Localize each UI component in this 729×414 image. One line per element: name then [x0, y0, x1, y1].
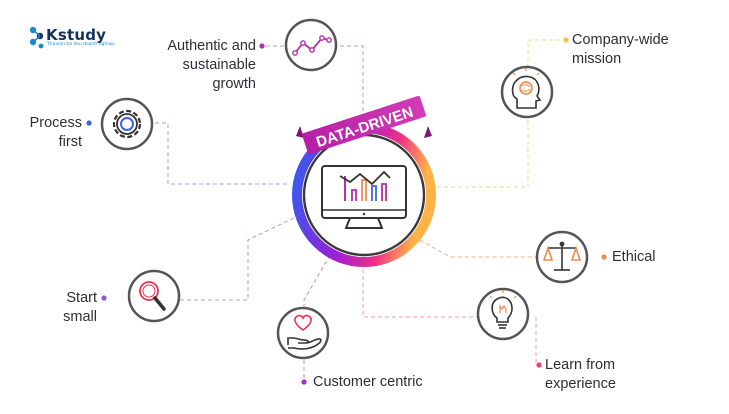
- label-ethical-line-1: Ethical: [612, 249, 656, 265]
- scales-icon: [542, 241, 582, 271]
- label-authentic-line-2: sustainable: [182, 57, 256, 73]
- node-customer-icon: [276, 306, 330, 360]
- lightbulb-icon: [489, 290, 517, 329]
- dot-customer: [301, 379, 307, 385]
- logo-tagline: Thuvien tai lieu doanh nghiep: [47, 42, 115, 47]
- label-learn: Learn from experience: [545, 356, 616, 394]
- node-mission-icon: [500, 65, 554, 119]
- label-mission-line-1: Company-wide: [572, 32, 669, 48]
- dot-learn: [536, 362, 542, 368]
- label-mission-line-2: mission: [572, 51, 622, 67]
- hand-heart-icon: [287, 314, 322, 350]
- connector-start: [180, 214, 301, 301]
- logo-name: Kstudy: [46, 26, 107, 44]
- label-learn-line-1: Learn from: [545, 357, 616, 373]
- label-process: Process first: [18, 114, 82, 152]
- label-customer: Customer centric: [313, 373, 423, 392]
- brain-icon: [511, 68, 542, 109]
- dot-ethical: [601, 254, 607, 260]
- connector-ethical: [419, 239, 536, 258]
- label-mission: Company-wide mission: [572, 31, 669, 69]
- label-authentic-line-3: growth: [212, 76, 256, 92]
- growth-line-icon: [292, 35, 332, 56]
- label-process-line-1: Process: [29, 115, 82, 131]
- connector-learn: [362, 262, 477, 318]
- dot-process: [86, 120, 92, 126]
- node-authentic-icon: [284, 18, 338, 72]
- label-start: Start small: [40, 289, 97, 327]
- node-ethical-icon: [535, 230, 589, 284]
- label-authentic: Authentic and sustainable growth: [142, 37, 256, 94]
- dot-mission: [563, 37, 569, 43]
- connector-learn-out: [535, 317, 541, 366]
- connector-authentic-down: [340, 45, 364, 118]
- label-ethical: Ethical: [612, 248, 656, 267]
- kstudy-logo-icon: [29, 26, 44, 49]
- gear-icon: [112, 109, 142, 139]
- label-learn-line-2: experience: [545, 376, 616, 392]
- connector-process: [155, 122, 290, 185]
- label-start-line-2: small: [63, 309, 97, 325]
- node-learn-icon: [476, 287, 530, 341]
- monitor-chart-icon: [321, 165, 407, 229]
- dot-authentic: [259, 43, 265, 49]
- label-authentic-line-1: Authentic and: [167, 38, 256, 54]
- label-process-line-2: first: [58, 134, 82, 150]
- node-process-icon: [100, 97, 154, 151]
- dot-start: [101, 295, 107, 301]
- label-start-line-1: Start: [66, 290, 97, 306]
- magnifier-icon: [139, 281, 166, 311]
- node-start-icon: [127, 269, 181, 323]
- connector-mission: [437, 39, 564, 188]
- label-customer-line-1: Customer centric: [313, 374, 423, 390]
